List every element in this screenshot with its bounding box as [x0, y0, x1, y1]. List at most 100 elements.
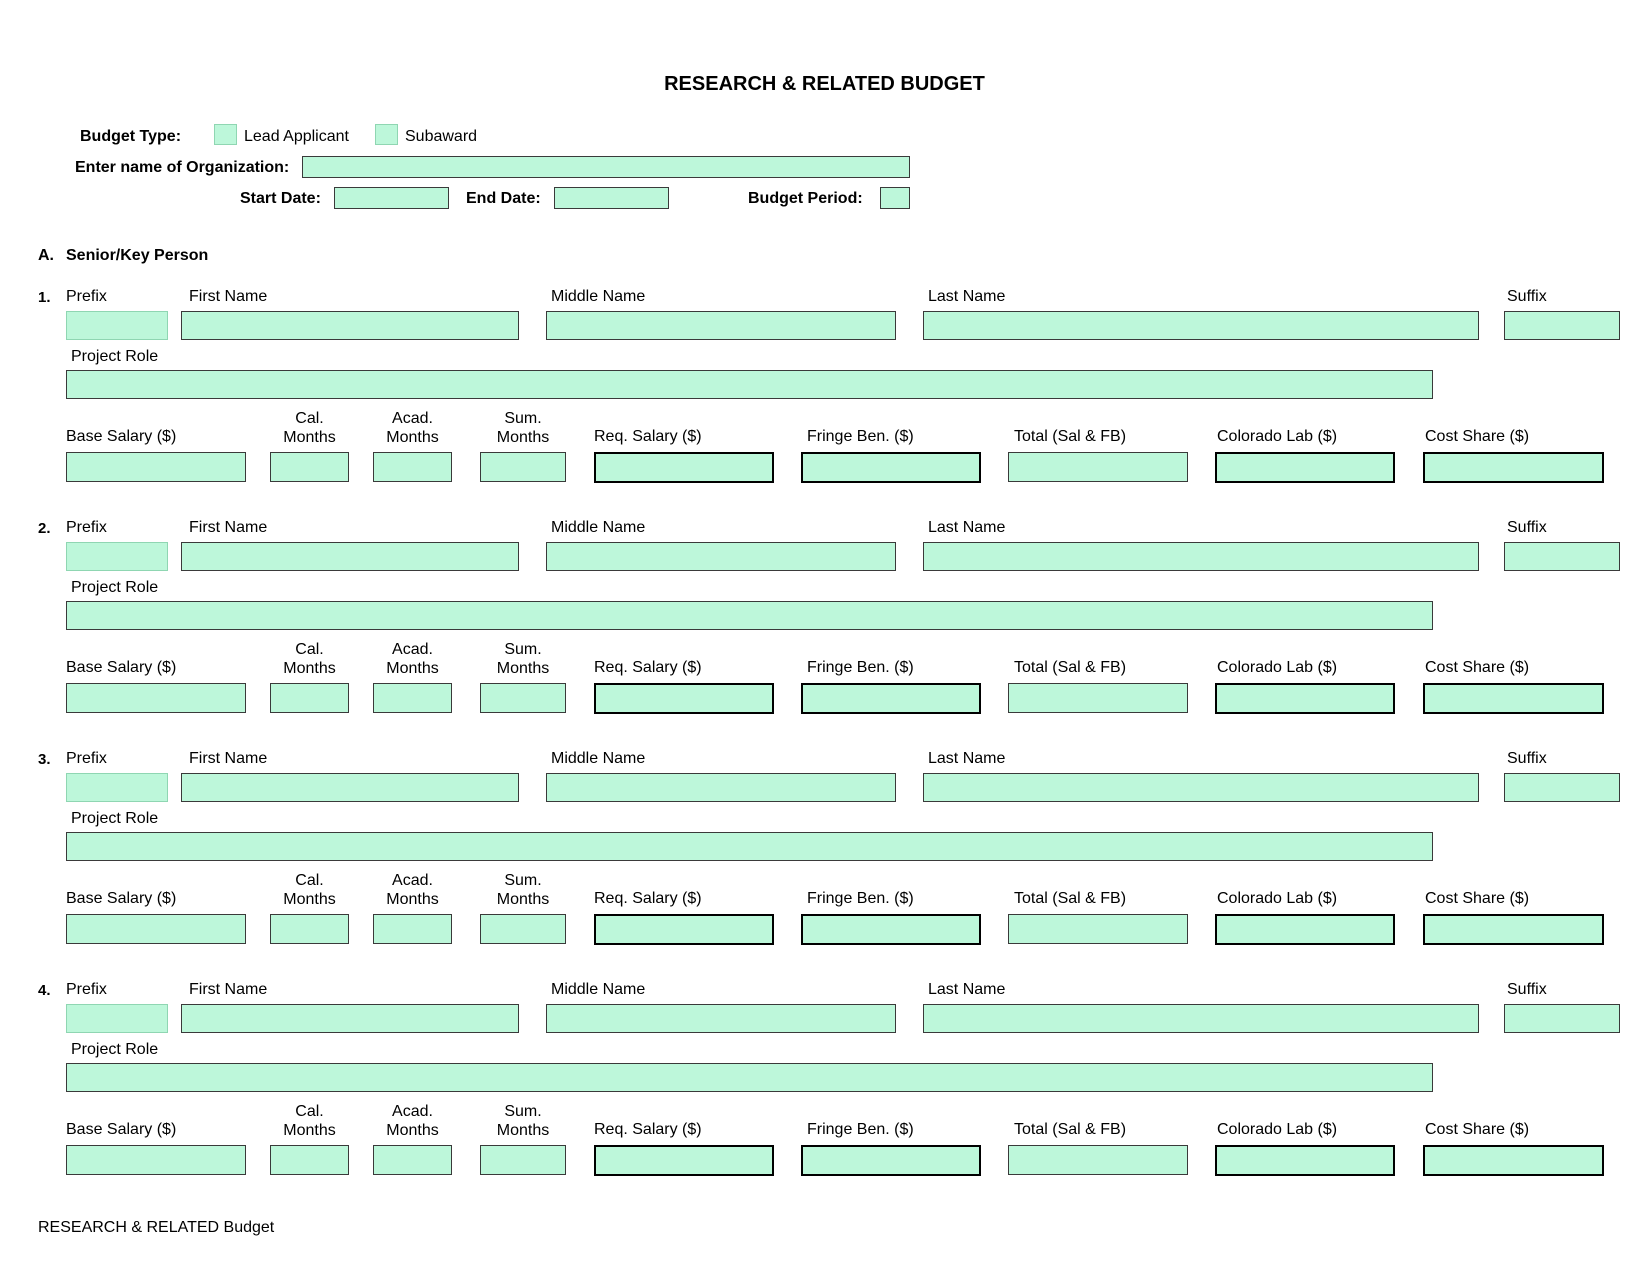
suffix-label: Suffix [1507, 519, 1547, 536]
middle-name-input[interactable] [546, 773, 896, 802]
colorado-lab-label: Colorado Lab ($) [1217, 1121, 1338, 1138]
prefix-input[interactable] [66, 1004, 168, 1033]
req-salary-input[interactable] [594, 1145, 774, 1176]
suffix-input[interactable] [1504, 542, 1620, 571]
first-name-label: First Name [189, 519, 268, 536]
req-salary-input[interactable] [594, 914, 774, 945]
middle-name-label: Middle Name [551, 288, 646, 305]
sum-months-input[interactable] [480, 452, 566, 482]
suffix-input[interactable] [1504, 311, 1620, 340]
acad-months-input[interactable] [373, 683, 452, 713]
sum-months-input[interactable] [480, 1145, 566, 1175]
project-role-label: Project Role [71, 1041, 159, 1058]
total-input[interactable] [1008, 1145, 1188, 1175]
prefix-input[interactable] [66, 311, 168, 340]
cal-months-input[interactable] [270, 1145, 349, 1175]
cal-months-input[interactable] [270, 683, 349, 713]
acad-months-input[interactable] [373, 1145, 452, 1175]
project-role-input[interactable] [66, 832, 1433, 861]
lead-applicant-label: Lead Applicant [244, 128, 349, 145]
req-salary-input[interactable] [594, 452, 774, 483]
last-name-input[interactable] [923, 1004, 1479, 1033]
base-salary-input[interactable] [66, 914, 246, 944]
fringe-input[interactable] [801, 914, 981, 945]
colorado-lab-input[interactable] [1215, 683, 1395, 714]
last-name-label: Last Name [928, 519, 1006, 536]
sum-months-label: Sum.Months [496, 641, 550, 677]
middle-name-input[interactable] [546, 542, 896, 571]
prefix-input[interactable] [66, 773, 168, 802]
colorado-lab-input[interactable] [1215, 1145, 1395, 1176]
suffix-input[interactable] [1504, 773, 1620, 802]
budget-period-input[interactable] [880, 187, 910, 209]
total-input[interactable] [1008, 683, 1188, 713]
suffix-label: Suffix [1507, 750, 1547, 767]
cal-months-input[interactable] [270, 914, 349, 944]
lead-applicant-checkbox[interactable] [214, 124, 237, 145]
last-name-input[interactable] [923, 773, 1479, 802]
cal-months-label: Cal.Months [283, 641, 336, 677]
sum-months-input[interactable] [480, 683, 566, 713]
start-date-input[interactable] [334, 187, 449, 209]
total-input[interactable] [1008, 452, 1188, 482]
colorado-lab-input[interactable] [1215, 452, 1395, 483]
start-date-label: Start Date: [240, 190, 321, 207]
acad-months-input[interactable] [373, 914, 452, 944]
colorado-lab-label: Colorado Lab ($) [1217, 428, 1338, 445]
acad-months-label: Acad.Months [386, 1103, 439, 1139]
cost-share-label: Cost Share ($) [1425, 428, 1530, 445]
project-role-input[interactable] [66, 370, 1433, 399]
acad-months-input[interactable] [373, 452, 452, 482]
first-name-input[interactable] [181, 311, 519, 340]
sum-months-label: Sum.Months [496, 410, 550, 446]
end-date-input[interactable] [554, 187, 669, 209]
last-name-label: Last Name [928, 981, 1006, 998]
first-name-input[interactable] [181, 1004, 519, 1033]
acad-months-label: Acad.Months [386, 410, 439, 446]
project-role-input[interactable] [66, 601, 1433, 630]
organization-input[interactable] [302, 156, 910, 178]
cost-share-input[interactable] [1423, 452, 1604, 483]
prefix-input[interactable] [66, 542, 168, 571]
fringe-input[interactable] [801, 1145, 981, 1176]
total-input[interactable] [1008, 914, 1188, 944]
cost-share-input[interactable] [1423, 1145, 1604, 1176]
first-name-input[interactable] [181, 542, 519, 571]
cost-share-input[interactable] [1423, 683, 1604, 714]
senior-key-person-3: 3. Prefix First Name Middle Name Last Na… [0, 744, 1649, 963]
colorado-lab-input[interactable] [1215, 914, 1395, 945]
base-salary-input[interactable] [66, 452, 246, 482]
req-salary-input[interactable] [594, 683, 774, 714]
subaward-checkbox[interactable] [375, 124, 398, 145]
last-name-input[interactable] [923, 311, 1479, 340]
base-salary-input[interactable] [66, 683, 246, 713]
section-title: Senior/Key Person [66, 247, 209, 264]
base-salary-label: Base Salary ($) [66, 428, 177, 445]
fringe-input[interactable] [801, 683, 981, 714]
section-letter: A. [38, 247, 54, 264]
budget-type-label: Budget Type: [80, 128, 182, 145]
cal-months-label: Cal.Months [283, 872, 336, 908]
prefix-label: Prefix [66, 981, 107, 998]
middle-name-input[interactable] [546, 1004, 896, 1033]
cost-share-input[interactable] [1423, 914, 1604, 945]
last-name-label: Last Name [928, 288, 1006, 305]
suffix-input[interactable] [1504, 1004, 1620, 1033]
middle-name-label: Middle Name [551, 981, 646, 998]
person-number: 3. [38, 751, 51, 768]
first-name-input[interactable] [181, 773, 519, 802]
project-role-input[interactable] [66, 1063, 1433, 1092]
page-title: RESEARCH & RELATED BUDGET [664, 73, 985, 95]
base-salary-input[interactable] [66, 1145, 246, 1175]
fringe-label: Fringe Ben. ($) [807, 659, 914, 676]
cal-months-input[interactable] [270, 452, 349, 482]
cost-share-label: Cost Share ($) [1425, 659, 1530, 676]
fringe-input[interactable] [801, 452, 981, 483]
first-name-label: First Name [189, 981, 268, 998]
req-salary-label: Req. Salary ($) [594, 428, 702, 445]
suffix-label: Suffix [1507, 981, 1547, 998]
last-name-input[interactable] [923, 542, 1479, 571]
middle-name-input[interactable] [546, 311, 896, 340]
sum-months-input[interactable] [480, 914, 566, 944]
cost-share-label: Cost Share ($) [1425, 1121, 1530, 1138]
